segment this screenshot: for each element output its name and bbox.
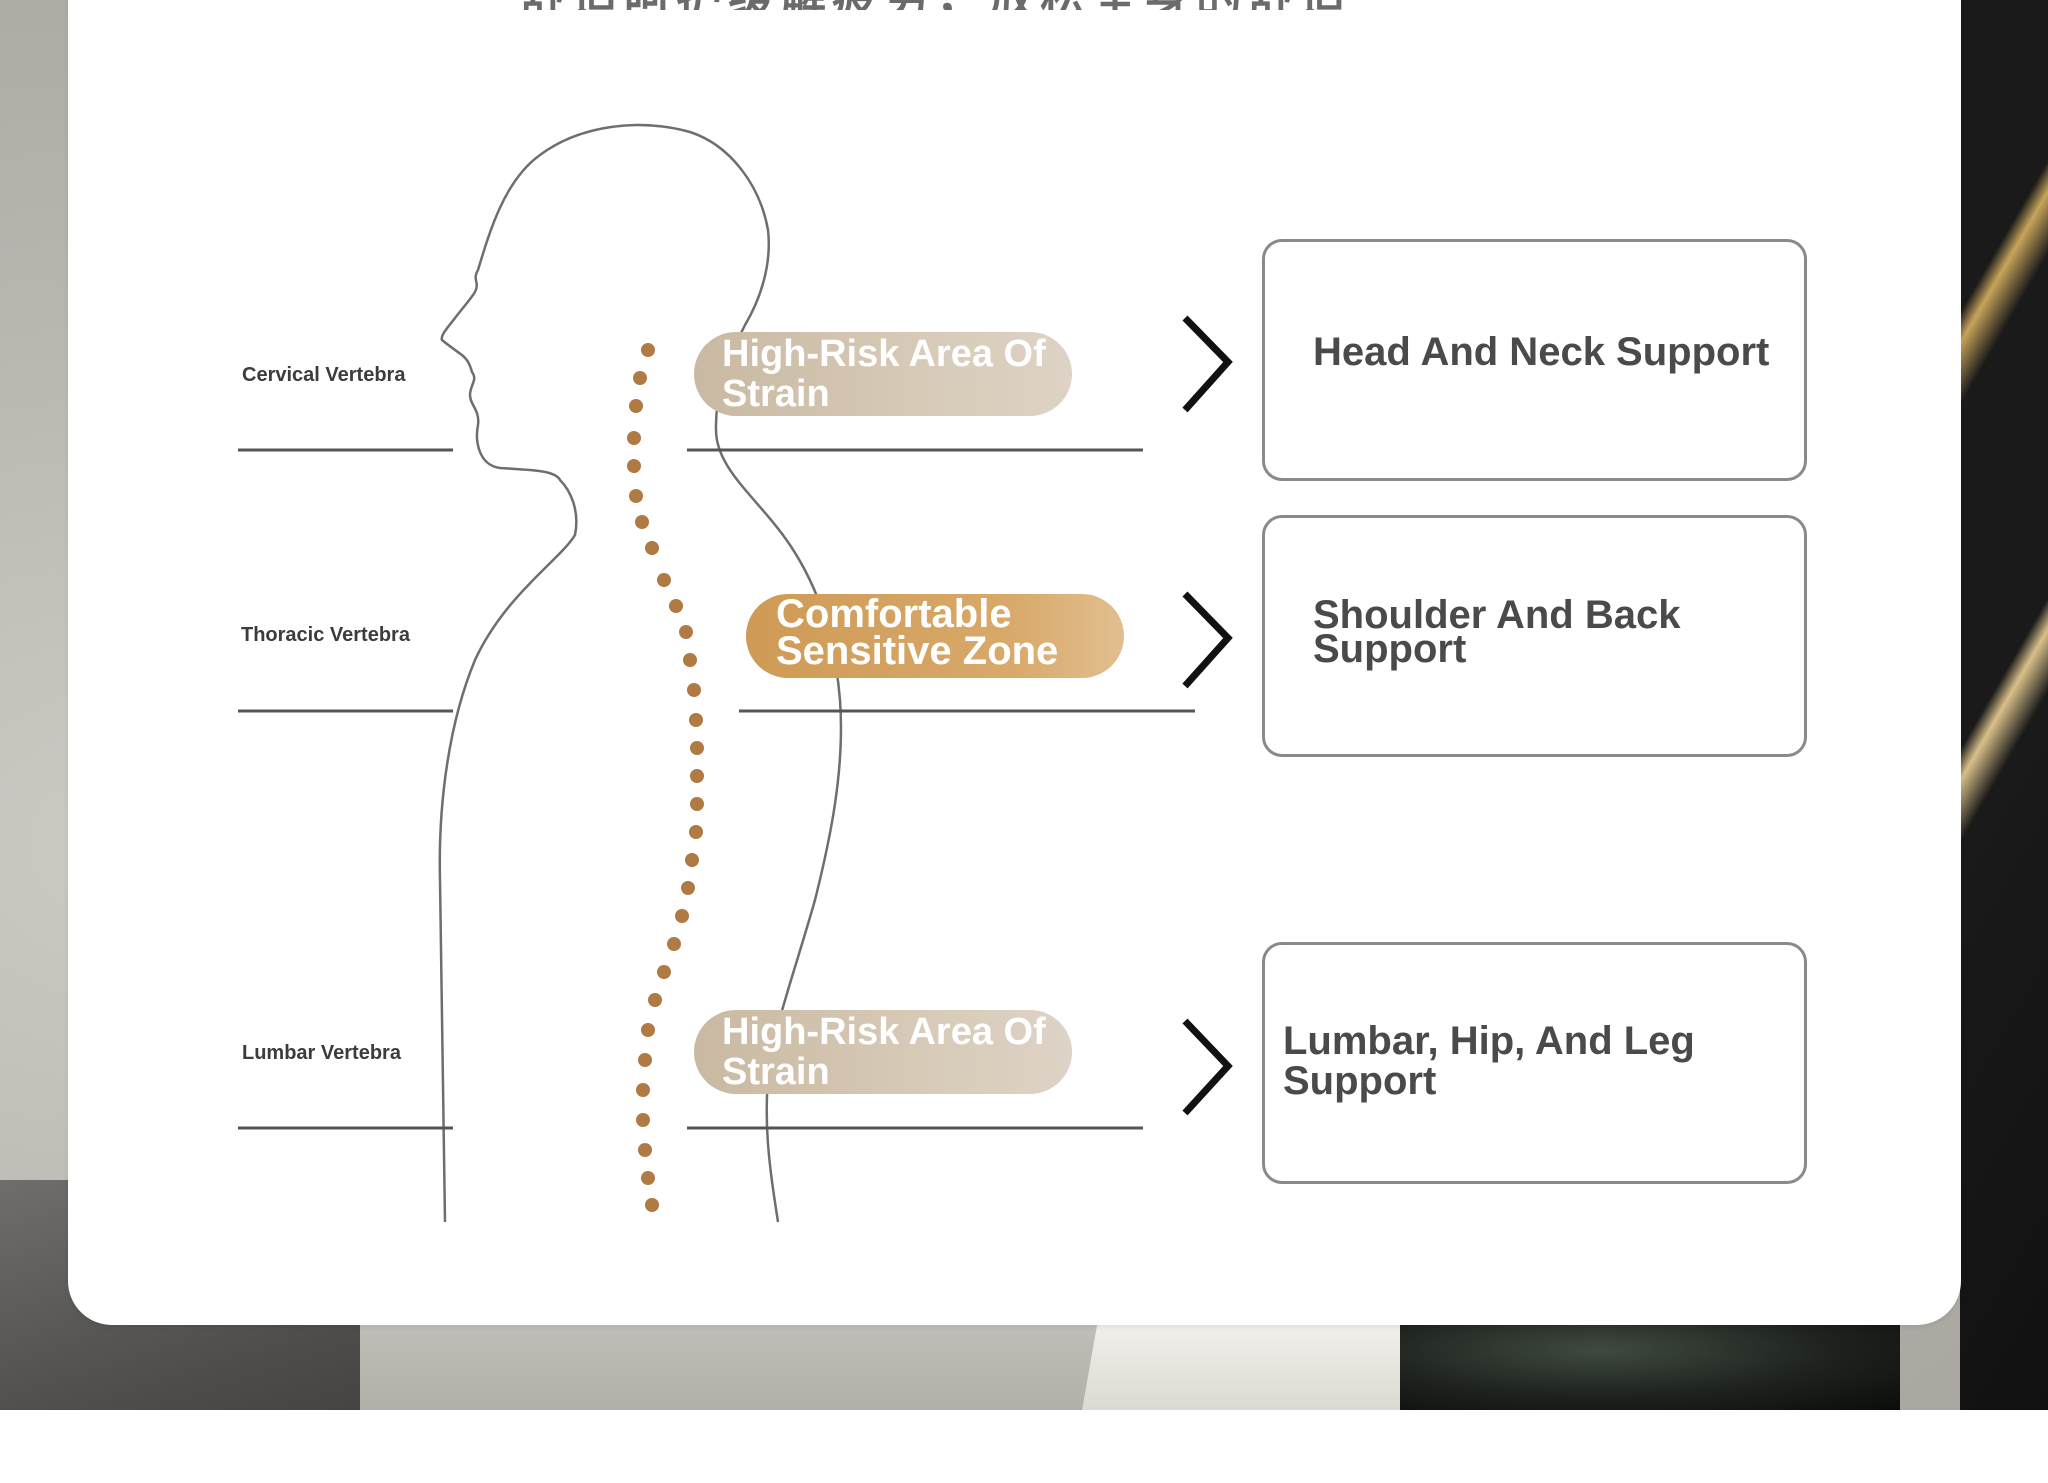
spine-dot: [645, 1198, 659, 1212]
page-title: 舒适呵护缓解疲劳，放松全身的舒适: [520, 0, 1520, 10]
spine-dot: [675, 909, 689, 923]
vertebra-label-cervical: Cervical Vertebra: [242, 364, 406, 386]
spine-dot: [689, 713, 703, 727]
spine-dot: [648, 993, 662, 1007]
support-box-lumbar-hip-leg: Lumbar, Hip, And Leg Support: [1262, 942, 1807, 1184]
background-marble-table: [1960, 0, 2048, 1410]
spine-dot: [627, 459, 641, 473]
spine-dot: [641, 343, 655, 357]
vertebra-label-thoracic: Thoracic Vertebra: [241, 624, 410, 646]
spine-dot: [657, 965, 671, 979]
spine-dot: [685, 853, 699, 867]
support-box-head-neck: Head And Neck Support: [1262, 239, 1807, 481]
spine-dot: [690, 769, 704, 783]
support-box-shoulder-back: Shoulder And Back Support: [1262, 515, 1807, 757]
support-label-lumbar-hip-leg: Lumbar, Hip, And Leg Support: [1283, 1019, 1695, 1103]
spine-dot: [638, 1053, 652, 1067]
background-tray: [1400, 1310, 1900, 1410]
spine-dot: [657, 573, 671, 587]
spine-dot: [641, 1023, 655, 1037]
spine-dot: [679, 625, 693, 639]
chevron-right-icon: [1182, 315, 1233, 413]
spine-dot: [690, 797, 704, 811]
spine-dot: [638, 1143, 652, 1157]
spine-dot: [636, 1083, 650, 1097]
chevron-right-icon: [1182, 591, 1233, 689]
spine-dot: [629, 399, 643, 413]
spine-dot: [683, 653, 697, 667]
spine-dot: [645, 541, 659, 555]
spine-dot: [633, 371, 647, 385]
vertebra-label-lumbar: Lumbar Vertebra: [242, 1042, 401, 1064]
zone-pill-back: Comfortable Sensitive Zone: [746, 594, 1124, 678]
spine-dot: [635, 515, 649, 529]
spine-dot: [641, 1171, 655, 1185]
spine-dots: [627, 343, 704, 1212]
zone-pill-lumbar: High-Risk Area Of Strain: [694, 1010, 1072, 1094]
spine-dot: [667, 937, 681, 951]
body-silhouette: [438, 123, 843, 1223]
zone-pill-neck: High-Risk Area Of Strain: [694, 332, 1072, 416]
spine-dot: [690, 741, 704, 755]
spine-dot: [636, 1113, 650, 1127]
support-label-head-neck: Head And Neck Support: [1313, 330, 1770, 374]
spine-dot: [689, 825, 703, 839]
chevron-right-icon: [1182, 1018, 1233, 1116]
support-label-shoulder-back: Shoulder And Back Support: [1313, 593, 1681, 671]
spine-dot: [627, 431, 641, 445]
spine-dot: [687, 683, 701, 697]
spine-dot: [669, 599, 683, 613]
spine-dot: [629, 489, 643, 503]
spine-dot: [681, 881, 695, 895]
